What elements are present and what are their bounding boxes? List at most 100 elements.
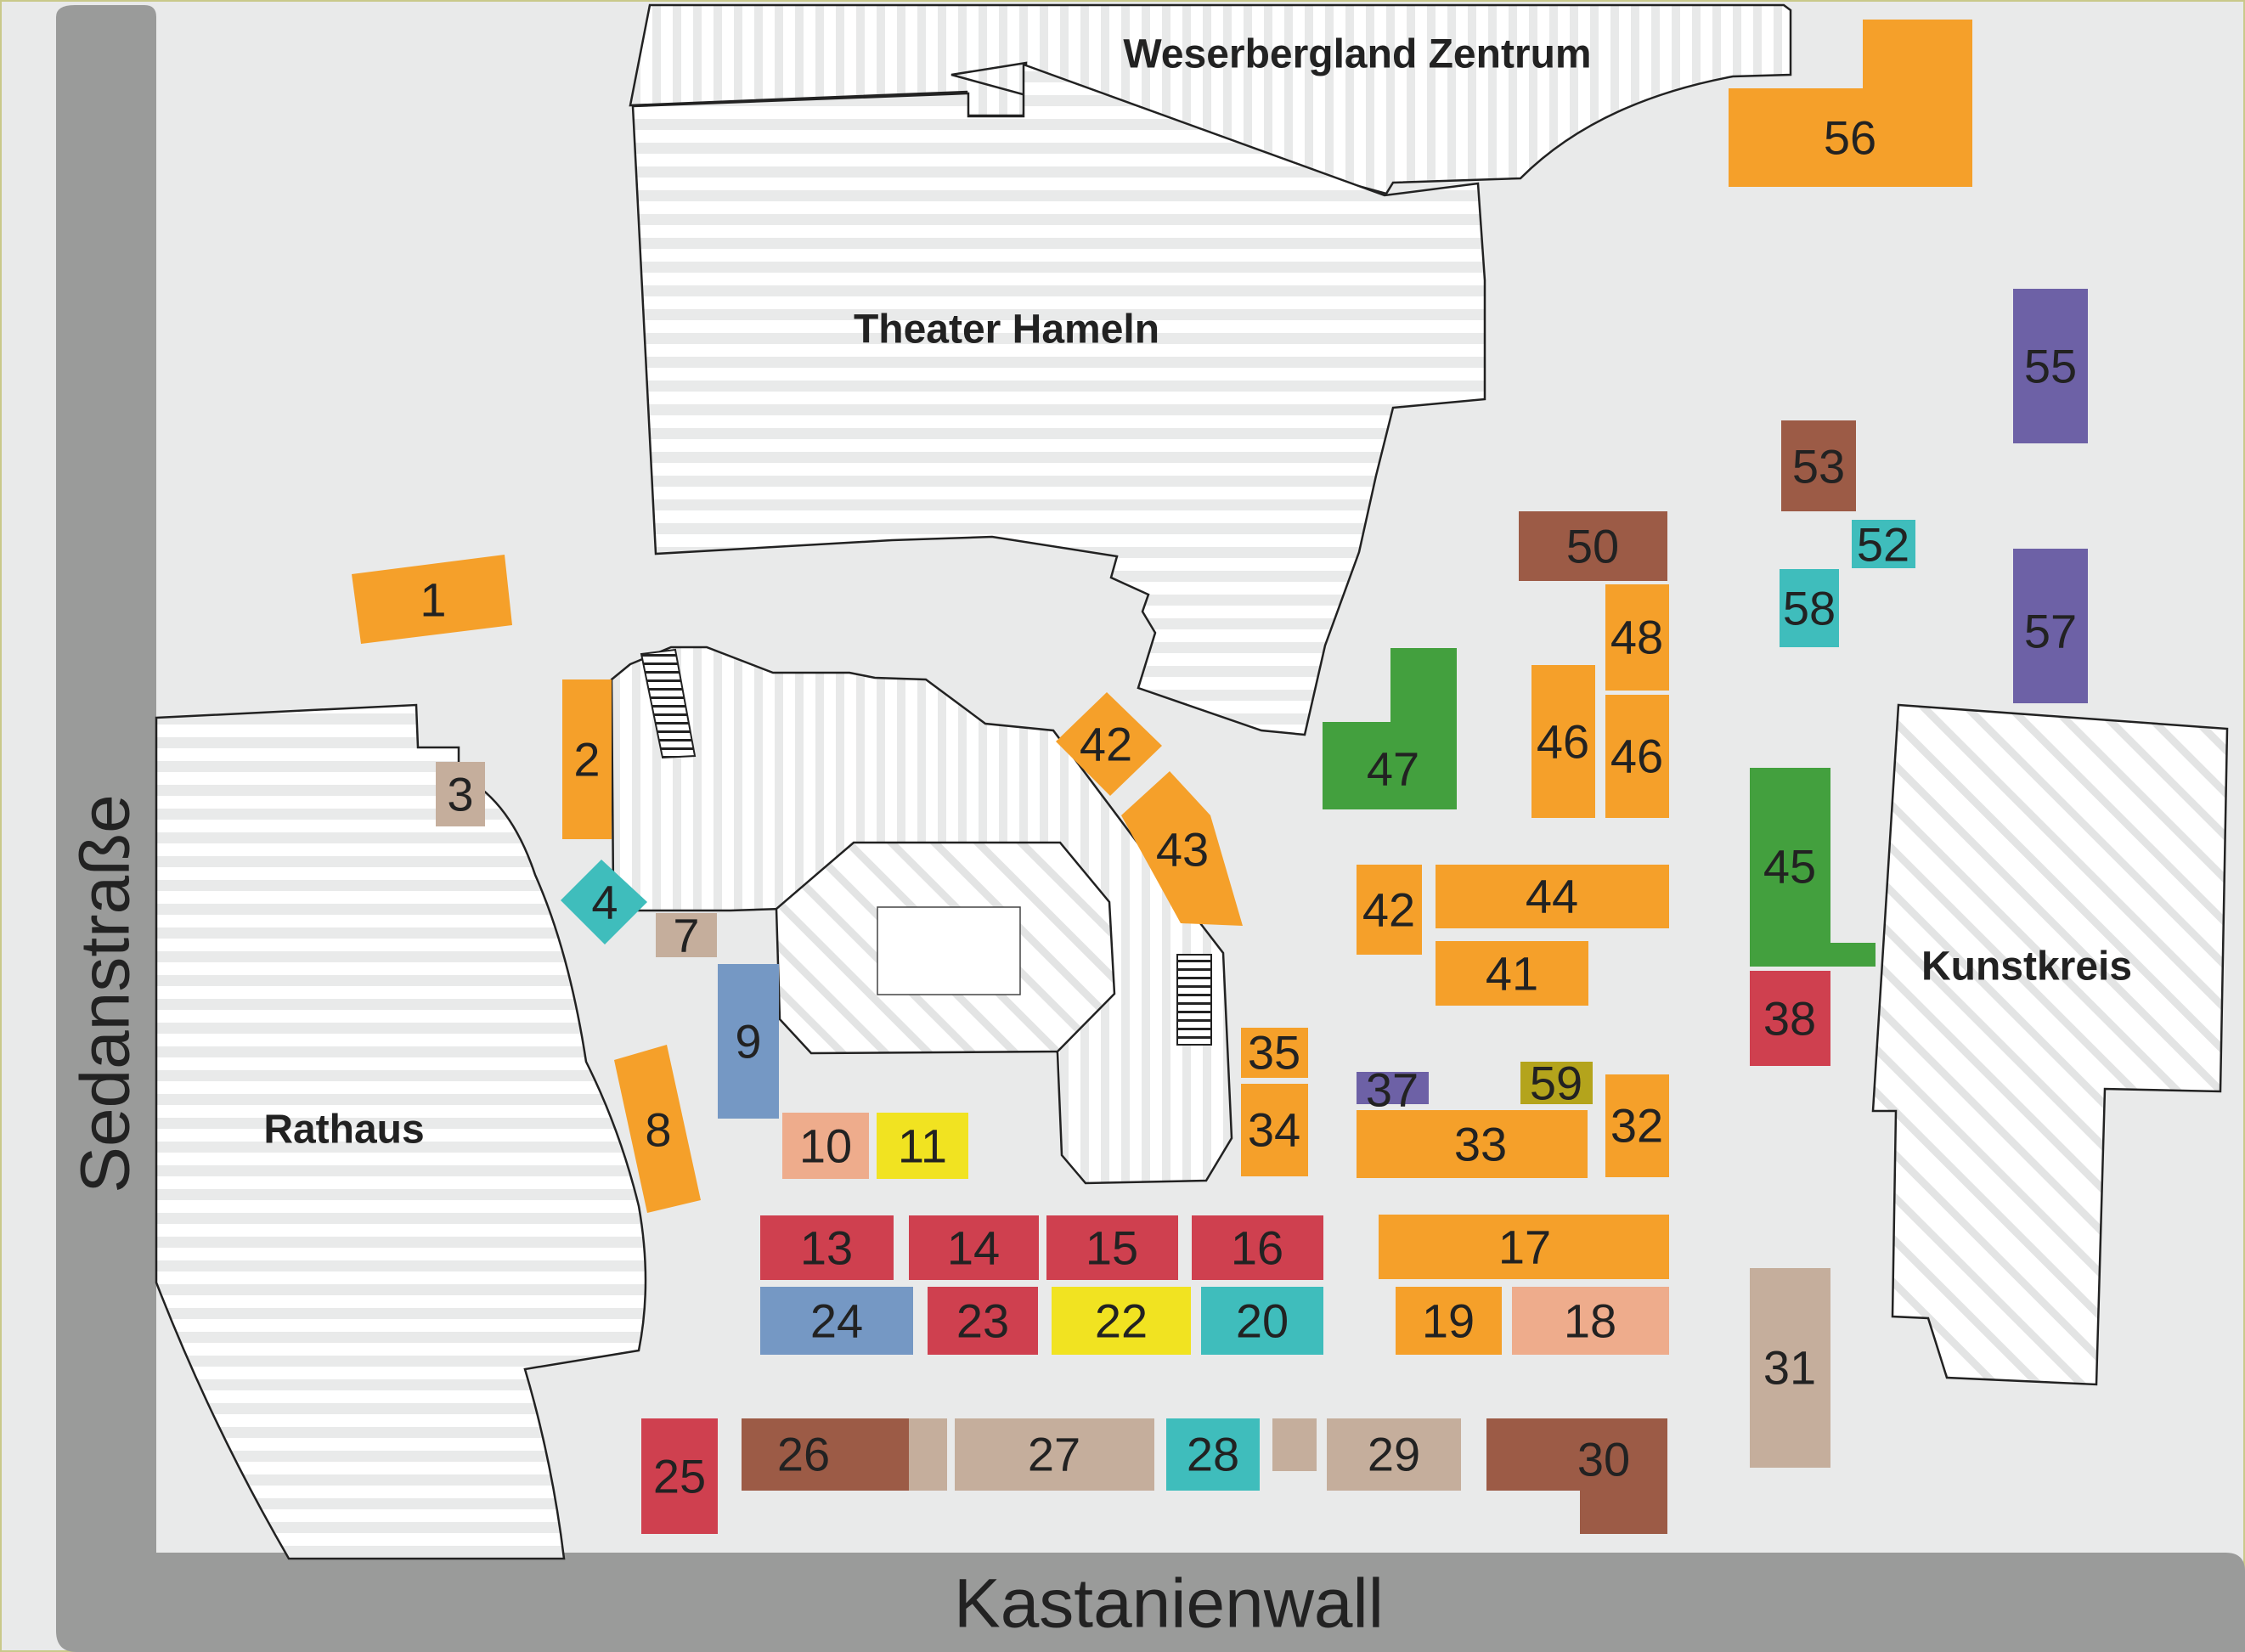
stand-29-shape[interactable]	[1327, 1418, 1461, 1491]
stand-22-shape[interactable]	[1052, 1287, 1191, 1355]
stand-11-label: 11	[898, 1119, 947, 1173]
stand-59-label: 59	[1530, 1057, 1582, 1110]
stand-37-shape[interactable]	[1357, 1072, 1429, 1104]
stand-42a-label: 42	[1362, 883, 1415, 937]
building-kunstkreis	[1871, 703, 2229, 1386]
stand-53-shape[interactable]	[1781, 420, 1856, 511]
stand-17-shape[interactable]	[1379, 1215, 1669, 1279]
stand-1-shape[interactable]	[352, 555, 512, 644]
stand-31-label: 31	[1763, 1341, 1816, 1395]
stand-35-label: 35	[1248, 1026, 1300, 1080]
stand-16-shape[interactable]	[1192, 1215, 1323, 1280]
stand-26-shape[interactable]	[742, 1418, 909, 1491]
stand-57-shape[interactable]	[2013, 549, 2088, 703]
stand-50-shape[interactable]	[1519, 511, 1667, 581]
stand-43-label: 43	[1156, 823, 1209, 877]
stand-56-label: 56	[1824, 111, 1876, 165]
stand-45-label: 45	[1763, 840, 1816, 894]
stand-3-label: 3	[447, 768, 473, 821]
stand-59-shape[interactable]	[1520, 1062, 1593, 1104]
stand-18-shape[interactable]	[1512, 1287, 1669, 1355]
stand-42b-shape[interactable]	[1056, 692, 1162, 796]
stand-3-shape[interactable]	[436, 762, 485, 826]
stand-28-shape[interactable]	[1166, 1418, 1260, 1491]
stand-41-shape[interactable]	[1436, 941, 1588, 1006]
stand-57-label: 57	[2024, 605, 2077, 658]
stand-56-shape[interactable]	[1729, 20, 1972, 187]
stand-55-label: 55	[2024, 340, 2077, 393]
stand-35-shape[interactable]	[1241, 1028, 1308, 1078]
theater-label: Theater Hameln	[854, 307, 1159, 352]
sedanstrasse-label: Sedanstraße	[67, 794, 144, 1193]
stand-20-shape[interactable]	[1201, 1287, 1323, 1355]
stand-13-label: 13	[800, 1221, 853, 1275]
stand-29-label: 29	[1368, 1428, 1420, 1481]
stand-4-label: 4	[591, 876, 618, 929]
stand-33-shape[interactable]	[1357, 1110, 1588, 1178]
stand-31-shape[interactable]	[1750, 1268, 1830, 1468]
stand-13-shape[interactable]	[760, 1215, 894, 1280]
stand-7-shape[interactable]	[656, 913, 717, 957]
stand-32-shape[interactable]	[1605, 1074, 1669, 1177]
stand-10-label: 10	[799, 1119, 852, 1173]
staircase-east	[1176, 954, 1212, 1046]
stand-58-shape[interactable]	[1780, 569, 1839, 647]
stand-25-label: 25	[653, 1450, 706, 1503]
stand-25-shape[interactable]	[641, 1418, 718, 1534]
stand-44-shape[interactable]	[1436, 865, 1669, 928]
kunstkreis-label: Kunstkreis	[1921, 944, 2132, 990]
stand-27-label: 27	[1028, 1428, 1080, 1481]
stand-11-shape[interactable]	[877, 1113, 968, 1179]
stand-14-label: 14	[947, 1221, 1000, 1275]
inner-court-stage	[877, 906, 1021, 995]
stand-15-label: 15	[1086, 1221, 1138, 1275]
stand-41-label: 41	[1486, 947, 1538, 1001]
stand-46b-shape[interactable]	[1605, 695, 1669, 818]
stand-48-label: 48	[1610, 611, 1663, 664]
stand-50-label: 50	[1566, 520, 1619, 573]
stand-32-label: 32	[1610, 1099, 1663, 1153]
stand-42b-label: 42	[1080, 718, 1132, 771]
stand-48-shape[interactable]	[1605, 584, 1669, 691]
stand-58-label: 58	[1783, 582, 1836, 635]
stand-2-shape[interactable]	[562, 679, 612, 839]
stand-20-label: 20	[1236, 1294, 1289, 1348]
stand-46b-label: 46	[1610, 730, 1663, 783]
stand-34-label: 34	[1248, 1103, 1300, 1157]
stand-19-shape[interactable]	[1396, 1287, 1502, 1355]
stand-28-label: 28	[1187, 1428, 1239, 1481]
stand-33-label: 33	[1454, 1118, 1507, 1171]
stand-30-shape[interactable]	[1486, 1418, 1667, 1534]
stand-19-label: 19	[1422, 1294, 1475, 1348]
stand-15-shape[interactable]	[1046, 1215, 1178, 1280]
stand-9-label: 9	[735, 1015, 761, 1068]
stand-45-shape[interactable]	[1750, 768, 1876, 967]
building-theater	[631, 63, 1486, 736]
stand-9-shape[interactable]	[718, 964, 779, 1119]
stand-10-shape[interactable]	[782, 1113, 869, 1179]
road-sedanstrasse	[56, 5, 156, 1559]
stand-52-shape[interactable]	[1852, 520, 1915, 568]
stand-38-label: 38	[1763, 992, 1816, 1046]
stand-14-shape[interactable]	[909, 1215, 1039, 1280]
stand-47-label: 47	[1367, 742, 1419, 796]
stand-38-shape[interactable]	[1750, 971, 1830, 1066]
stand-42a-shape[interactable]	[1357, 865, 1422, 955]
stand-43-shape[interactable]	[1121, 771, 1243, 926]
stand-30-label: 30	[1577, 1433, 1630, 1486]
stand-55-shape[interactable]	[2013, 289, 2088, 443]
stand-8-shape[interactable]	[614, 1045, 701, 1213]
stand-46a-shape[interactable]	[1531, 665, 1595, 818]
rathaus-label: Rathaus	[263, 1108, 424, 1153]
stand-17-label: 17	[1498, 1221, 1551, 1274]
building-weserbergland	[629, 3, 1792, 195]
stand-4-shape[interactable]	[561, 860, 647, 944]
stand-47-shape[interactable]	[1323, 648, 1457, 809]
stand-34-shape[interactable]	[1241, 1084, 1308, 1176]
stand-16-label: 16	[1231, 1221, 1283, 1275]
stand-24-shape[interactable]	[760, 1287, 913, 1355]
stand-26-label: 26	[777, 1428, 830, 1481]
stand-23-shape[interactable]	[928, 1287, 1038, 1355]
stand-27-shape[interactable]	[955, 1418, 1154, 1491]
